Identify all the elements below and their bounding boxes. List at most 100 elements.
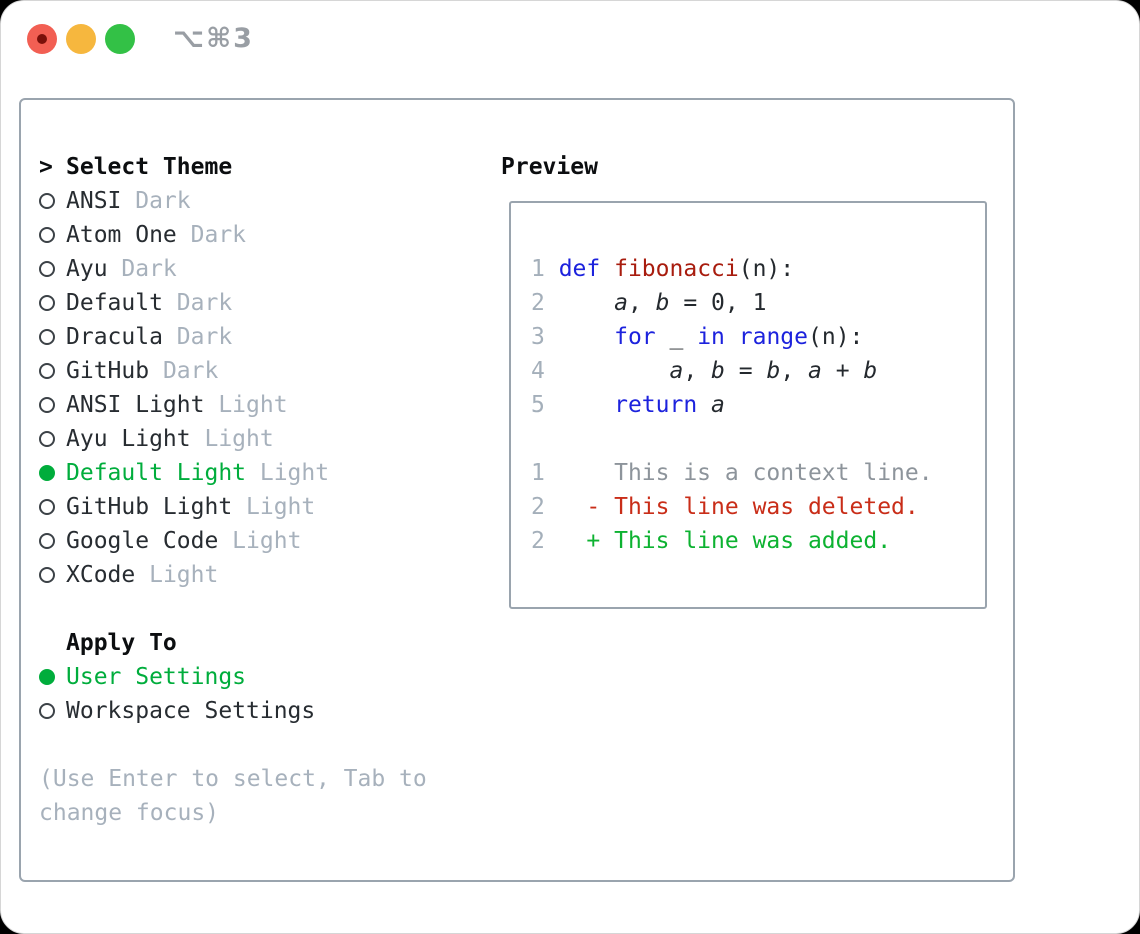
apply-option-label: User Settings	[66, 664, 247, 690]
code-segment: for	[614, 324, 656, 350]
code-line: 2 a, b = 0, 1	[531, 286, 965, 320]
code-segment: def	[558, 256, 601, 282]
code-segment: a	[808, 358, 822, 384]
spacer	[39, 728, 469, 762]
theme-variant: Light	[246, 460, 330, 486]
apply-option-workspace-settings[interactable]: Workspace Settings	[39, 694, 469, 728]
code-segment	[559, 392, 614, 418]
preview-label: Preview	[501, 154, 598, 180]
theme-name: ANSI Light	[66, 392, 205, 418]
code-line: 2 - This line was deleted.	[531, 490, 965, 524]
code-segment: This is a context line.	[558, 460, 933, 486]
theme-name: Default	[66, 290, 163, 316]
radio-icon	[39, 397, 55, 413]
code-segment: ,	[683, 358, 712, 384]
hint-line: change focus)	[39, 800, 220, 826]
focus-cursor-icon: >	[39, 154, 53, 180]
theme-option-default[interactable]: Default Dark	[39, 286, 469, 320]
close-dot-icon	[37, 34, 47, 44]
apply-to-label: Apply To	[66, 630, 177, 656]
radio-icon	[39, 533, 55, 549]
theme-variant: Light	[135, 562, 219, 588]
code-segment: a	[669, 358, 684, 384]
radio-icon	[39, 193, 55, 209]
radio-selected-icon	[39, 465, 55, 481]
theme-option-xcode[interactable]: XCode Light	[39, 558, 469, 592]
code-segment: b	[766, 358, 781, 384]
code-segment	[559, 290, 614, 316]
theme-name: GitHub Light	[66, 494, 233, 520]
theme-option-atom-one[interactable]: Atom One Dark	[39, 218, 469, 252]
apply-to-header: Apply To	[39, 626, 469, 660]
theme-option-dracula[interactable]: Dracula Dark	[39, 320, 469, 354]
code-segment: +	[821, 358, 864, 384]
spacer	[39, 592, 469, 626]
code-segment: (n):	[738, 256, 795, 282]
theme-option-github[interactable]: GitHub Dark	[39, 354, 469, 388]
radio-icon	[39, 431, 55, 447]
theme-name: Atom One	[66, 222, 177, 248]
code-segment: a	[614, 290, 628, 316]
code-segment: in	[697, 324, 725, 350]
apply-option-user-settings[interactable]: User Settings	[39, 660, 469, 694]
select-theme-label: Select Theme	[66, 154, 233, 180]
theme-variant: Light	[190, 426, 274, 452]
theme-variant: Dark	[162, 290, 233, 316]
window-title: ⌥⌘3	[173, 23, 254, 54]
line-number: 2	[531, 494, 559, 520]
theme-variant: Light	[232, 494, 316, 520]
line-number: 1	[531, 256, 559, 282]
code-segment: range	[738, 324, 808, 350]
line-number: 3	[531, 324, 559, 350]
theme-option-default-light[interactable]: Default Light Light	[39, 456, 469, 490]
theme-variant: Dark	[121, 188, 191, 214]
line-number: 2	[531, 290, 559, 316]
line-number: 2	[531, 528, 559, 554]
code-segment	[559, 324, 614, 350]
radio-icon	[39, 227, 55, 243]
theme-variant: Dark	[162, 324, 233, 350]
code-segment	[697, 392, 711, 418]
theme-option-github-light[interactable]: GitHub Light Light	[39, 490, 469, 524]
radio-icon	[39, 261, 55, 277]
close-button[interactable]	[27, 24, 57, 54]
theme-option-ansi[interactable]: ANSI Dark	[39, 184, 469, 218]
code-segment	[600, 256, 614, 282]
code-segment: b	[711, 358, 725, 384]
theme-name: GitHub	[66, 358, 150, 384]
code-segment: =	[724, 358, 767, 384]
theme-name: Ayu Light	[66, 426, 191, 452]
theme-option-google-code[interactable]: Google Code Light	[39, 524, 469, 558]
code-segment: fibonacci	[614, 256, 739, 282]
theme-name: Google Code	[66, 528, 219, 554]
code-segment: b	[863, 358, 878, 384]
zoom-button[interactable]	[105, 24, 135, 54]
code-segment: = 0, 1	[669, 290, 767, 316]
apply-option-label: Workspace Settings	[66, 698, 316, 724]
code-line: 3 for _ in range(n):	[531, 320, 965, 354]
code-line: 2 + This line was added.	[531, 524, 965, 558]
radio-icon	[39, 295, 55, 311]
select-theme-header: > Select Theme	[39, 150, 469, 184]
theme-variant: Light	[204, 392, 288, 418]
code-segment: b	[655, 290, 670, 316]
theme-option-ansi-light[interactable]: ANSI Light Light	[39, 388, 469, 422]
line-number: 4	[531, 358, 559, 384]
theme-option-ayu-light[interactable]: Ayu Light Light	[39, 422, 469, 456]
theme-name: Ayu	[66, 256, 108, 282]
radio-icon	[39, 703, 55, 719]
minimize-button[interactable]	[66, 24, 96, 54]
code-segment: return	[614, 392, 698, 418]
line-number: 1	[531, 460, 559, 486]
theme-variant: Dark	[107, 256, 177, 282]
code-segment: - This line was deleted.	[558, 494, 919, 520]
theme-option-ayu[interactable]: Ayu Dark	[39, 252, 469, 286]
code-line	[531, 422, 965, 456]
